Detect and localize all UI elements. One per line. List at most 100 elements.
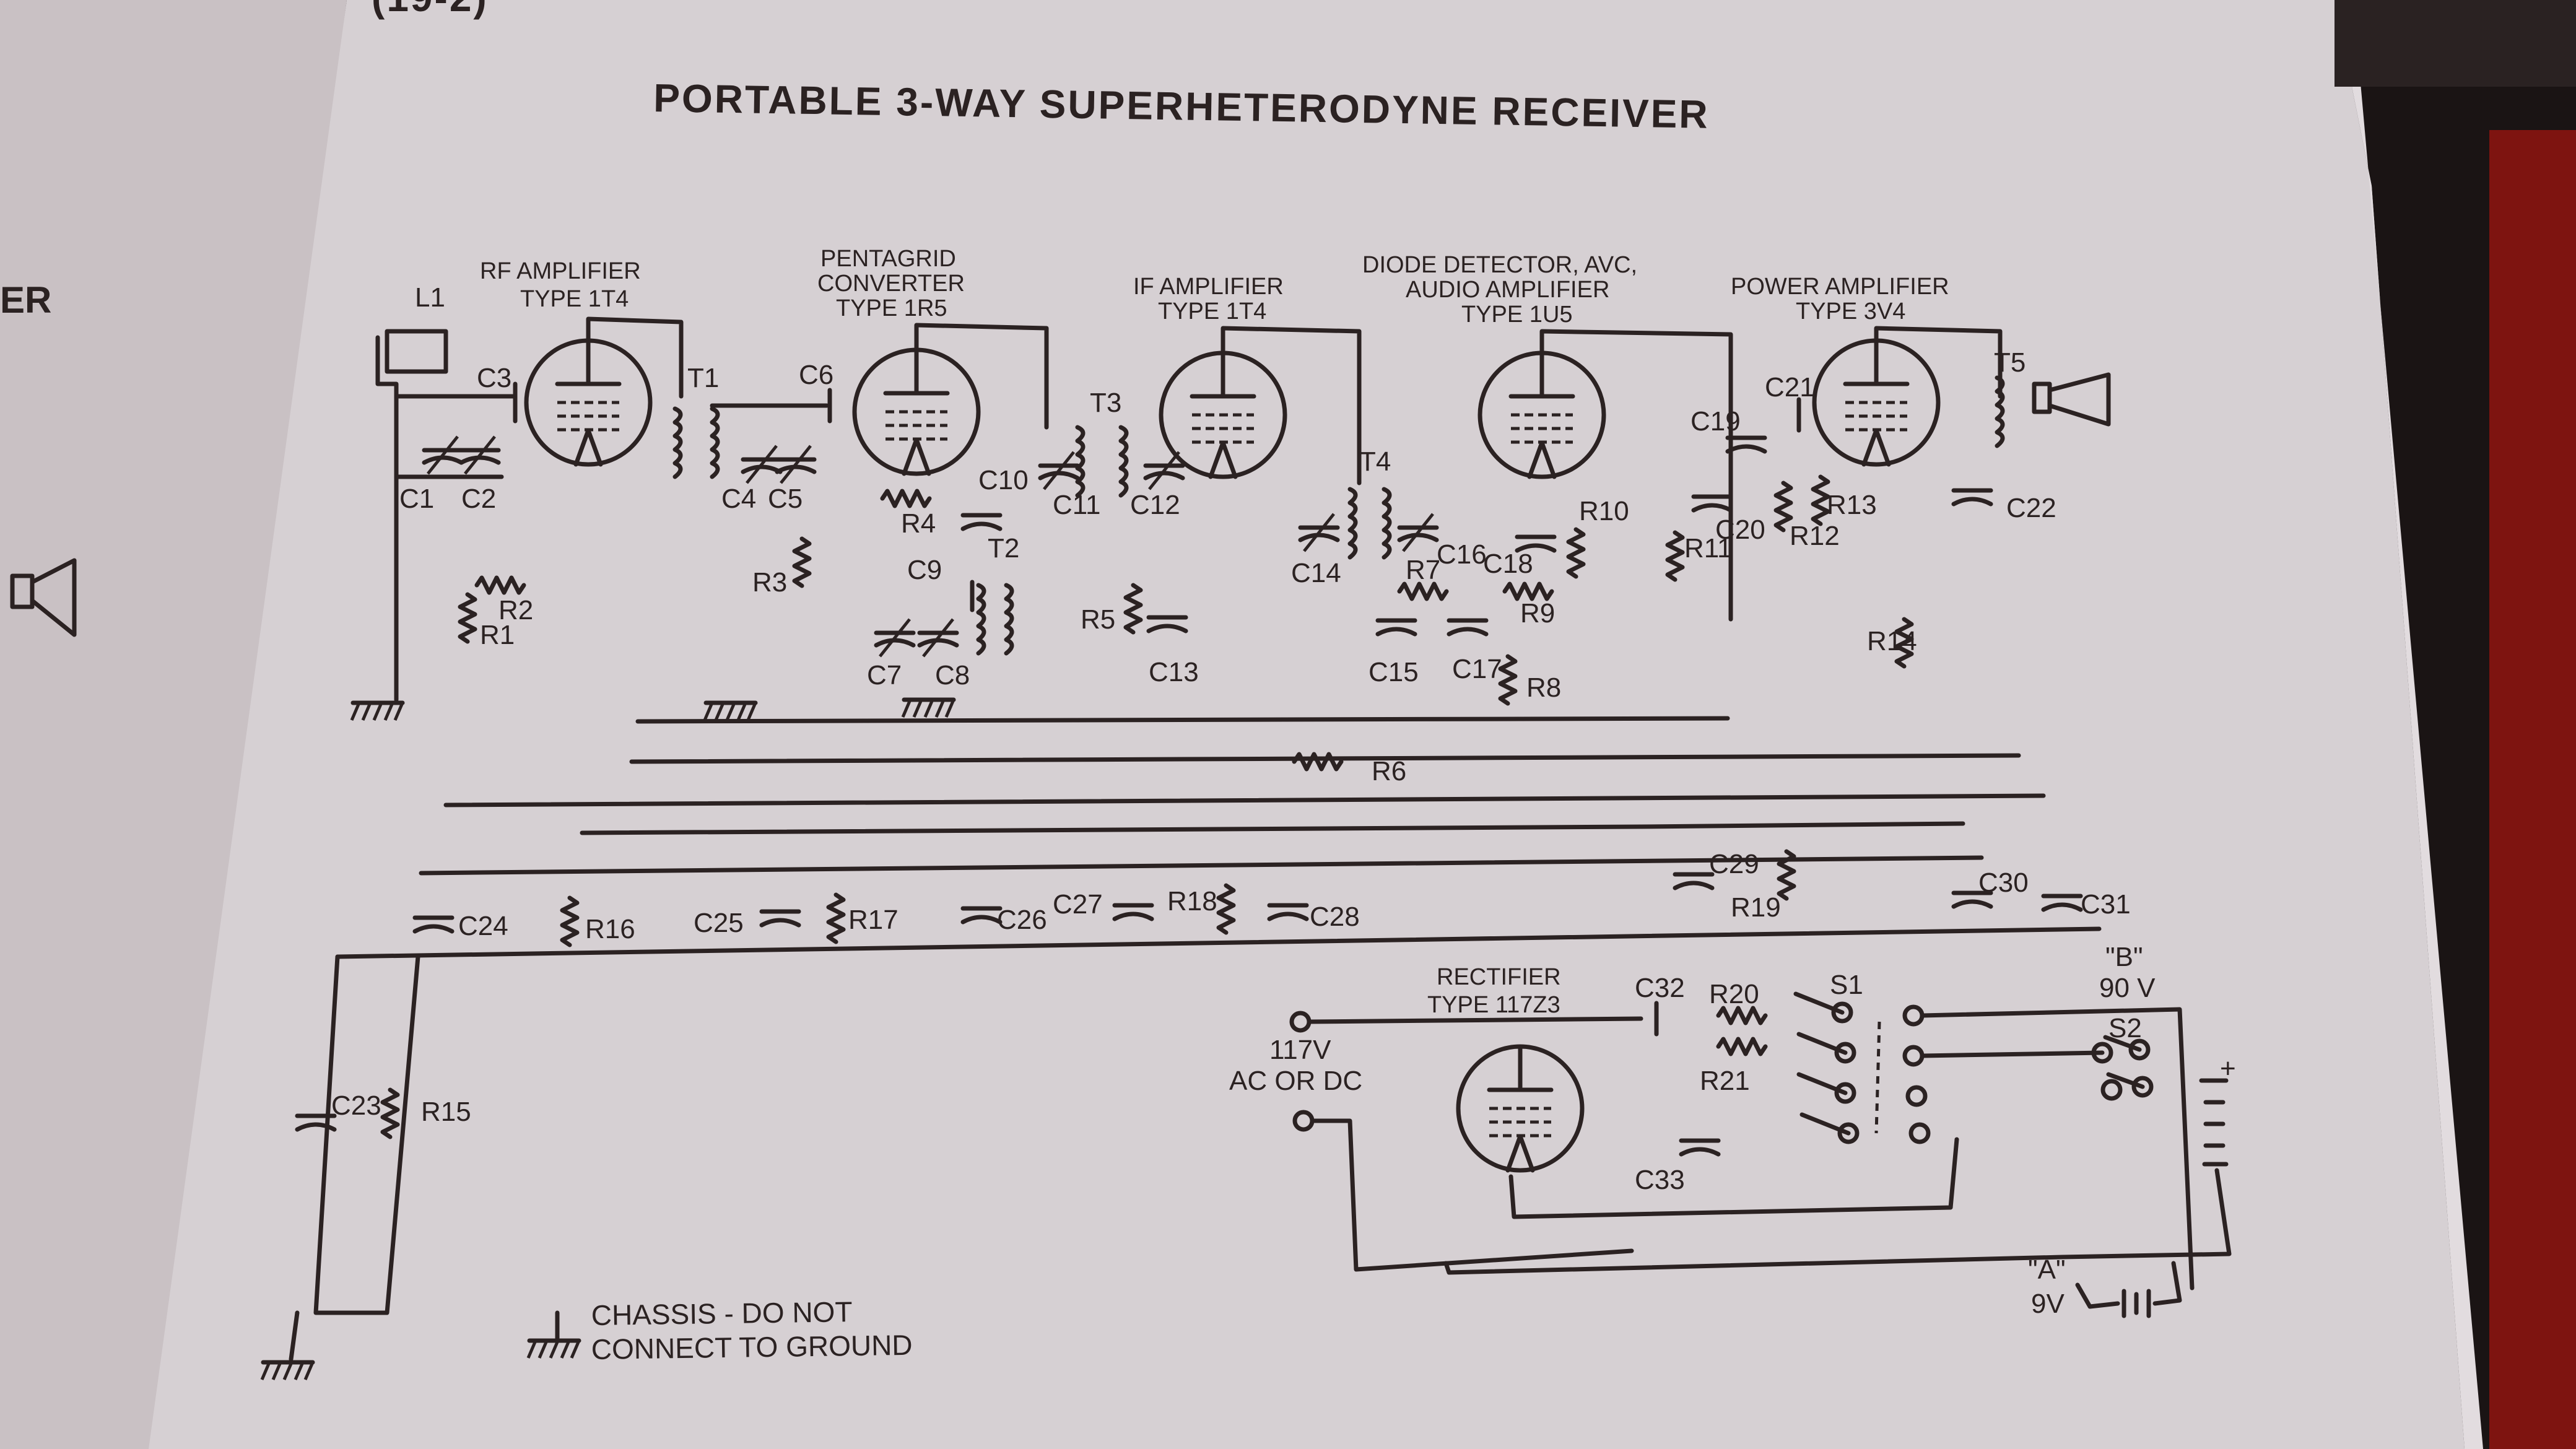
label-r9: R9 (1520, 598, 1555, 629)
label-r14: R14 (1867, 626, 1917, 656)
label-c2: C2 (461, 484, 496, 514)
capacitor-c13 (1149, 617, 1186, 631)
label-c13: C13 (1149, 657, 1199, 687)
resistor-r20 (1718, 1008, 1765, 1023)
resistor-r13 (1813, 477, 1828, 524)
desk-background (2334, 0, 2576, 87)
resistor-r3 (794, 539, 809, 586)
label-c31: C31 (2081, 889, 2131, 920)
capacitor-c10 (963, 515, 1000, 529)
label-c18: C18 (1483, 549, 1533, 579)
transformer-t2-secondary (1006, 585, 1012, 653)
stage-type: TYPE 1R5 (836, 295, 947, 321)
label-c3: C3 (477, 363, 511, 393)
label-r11: R11 (1684, 533, 1732, 564)
label-c23: C23 (331, 1090, 381, 1121)
stage-name: RECTIFIER (1437, 964, 1561, 990)
resistor-r16 (562, 898, 577, 945)
label-c1: C1 (399, 484, 434, 514)
antenna-loop-l1: L1 (352, 282, 448, 720)
stage-type: TYPE 117Z3 (1427, 992, 1560, 1018)
capacitor-c19 (1728, 438, 1765, 451)
resistor-r17 (829, 895, 843, 942)
label-r13: R13 (1827, 490, 1877, 520)
selector-switch-s1[interactable] (1793, 991, 1928, 1142)
resistor-r12 (1776, 483, 1791, 530)
label-t2: T2 (988, 533, 1019, 564)
stage-header-rf: RF AMPLIFIER TYPE 1T4 (480, 258, 641, 312)
resistor-r4 (882, 491, 929, 506)
stage-name: IF AMPLIFIER (1133, 274, 1284, 300)
transformer-t5 (1997, 378, 2003, 446)
label-c29: C29 (1709, 849, 1759, 879)
line-type-label: AC OR DC (1229, 1066, 1362, 1096)
stage-name: RF AMPLIFIER (480, 258, 641, 284)
label-r12: R12 (1790, 521, 1840, 551)
variable-capacitor-c11 (1040, 452, 1077, 489)
stage-name-line: AUDIO AMPLIFIER (1406, 277, 1609, 303)
variable-capacitor-c7 (876, 619, 913, 656)
label-c21: C21 (1765, 372, 1815, 402)
tube-detector-1u5 (1480, 353, 1604, 477)
label-s1: S1 (1830, 970, 1863, 1000)
stage-header-power: POWER AMPLIFIER TYPE 3V4 (1731, 274, 1949, 324)
left-page-heading-fragment: ER (0, 279, 51, 321)
transformer-t4-secondary (1384, 489, 1390, 557)
label-c7: C7 (867, 660, 902, 690)
loudspeaker-icon (2032, 372, 2111, 427)
battery-switch-s2[interactable] (2094, 1035, 2151, 1099)
resistor-r18 (1219, 886, 1234, 933)
label-c25: C25 (694, 908, 744, 938)
stage-header-if: IF AMPLIFIER TYPE 1T4 (1133, 274, 1284, 324)
label-c8: C8 (935, 660, 970, 690)
chassis-note-line-1: CHASSIS - DO NOT (591, 1295, 852, 1331)
label-c12: C12 (1130, 490, 1180, 520)
label-c33: C33 (1635, 1165, 1685, 1195)
label-t1: T1 (687, 363, 719, 393)
label-c16: C16 (1437, 539, 1487, 570)
label-c4: C4 (721, 484, 756, 514)
label-r4: R4 (901, 508, 936, 539)
stage-header-rectifier: RECTIFIER TYPE 117Z3 (1427, 964, 1561, 1018)
label-l1: L1 (415, 282, 445, 313)
tube-if-1t4 (1161, 353, 1285, 477)
label-c19: C19 (1690, 406, 1741, 437)
label-c11: C11 (1053, 490, 1100, 520)
battery-b: + (2199, 1053, 2236, 1167)
stage-name: POWER AMPLIFIER (1731, 274, 1949, 300)
resistor-r9 (1505, 584, 1552, 599)
transformer-t2-primary (978, 585, 984, 653)
label-r1: R1 (480, 620, 515, 650)
transformer-t1-primary (675, 409, 681, 477)
stage-header-detector: DIODE DETECTOR, AVC, AUDIO AMPLIFIER TYP… (1362, 252, 1637, 328)
capacitor-c26 (963, 908, 1000, 922)
tube-rf-1t4 (526, 341, 650, 464)
resistor-r7 (1399, 584, 1447, 599)
variable-capacitor-c2 (461, 437, 498, 474)
page-number: (19-2) (372, 0, 489, 20)
stage-type: TYPE 1T4 (1158, 298, 1266, 324)
label-t5: T5 (1994, 347, 2026, 378)
resistor-r15 (383, 1090, 398, 1137)
capacitor-c28 (1269, 905, 1307, 919)
label-r7: R7 (1406, 555, 1440, 585)
variable-capacitor-c8 (920, 619, 957, 656)
variable-capacitor-c14 (1300, 514, 1338, 551)
transformer-t1-secondary (712, 409, 718, 477)
label-t3: T3 (1090, 388, 1121, 418)
label-c20: C20 (1715, 515, 1765, 545)
label-r18: R18 (1167, 886, 1217, 916)
label-c27: C27 (1053, 889, 1103, 920)
label-c24: C24 (458, 911, 508, 941)
capacitor-c27 (1115, 905, 1152, 919)
label-r19: R19 (1731, 892, 1781, 923)
label-c26: C26 (997, 905, 1047, 935)
label-c9: C9 (907, 555, 942, 585)
capacitor-c20 (1694, 497, 1731, 510)
capacitor-c22 (1954, 490, 1991, 504)
tube-power-3v4 (1814, 341, 1938, 464)
stage-header-converter: PENTAGRID CONVERTER TYPE 1R5 (817, 246, 965, 321)
stage-type: TYPE 1U5 (1461, 302, 1573, 328)
